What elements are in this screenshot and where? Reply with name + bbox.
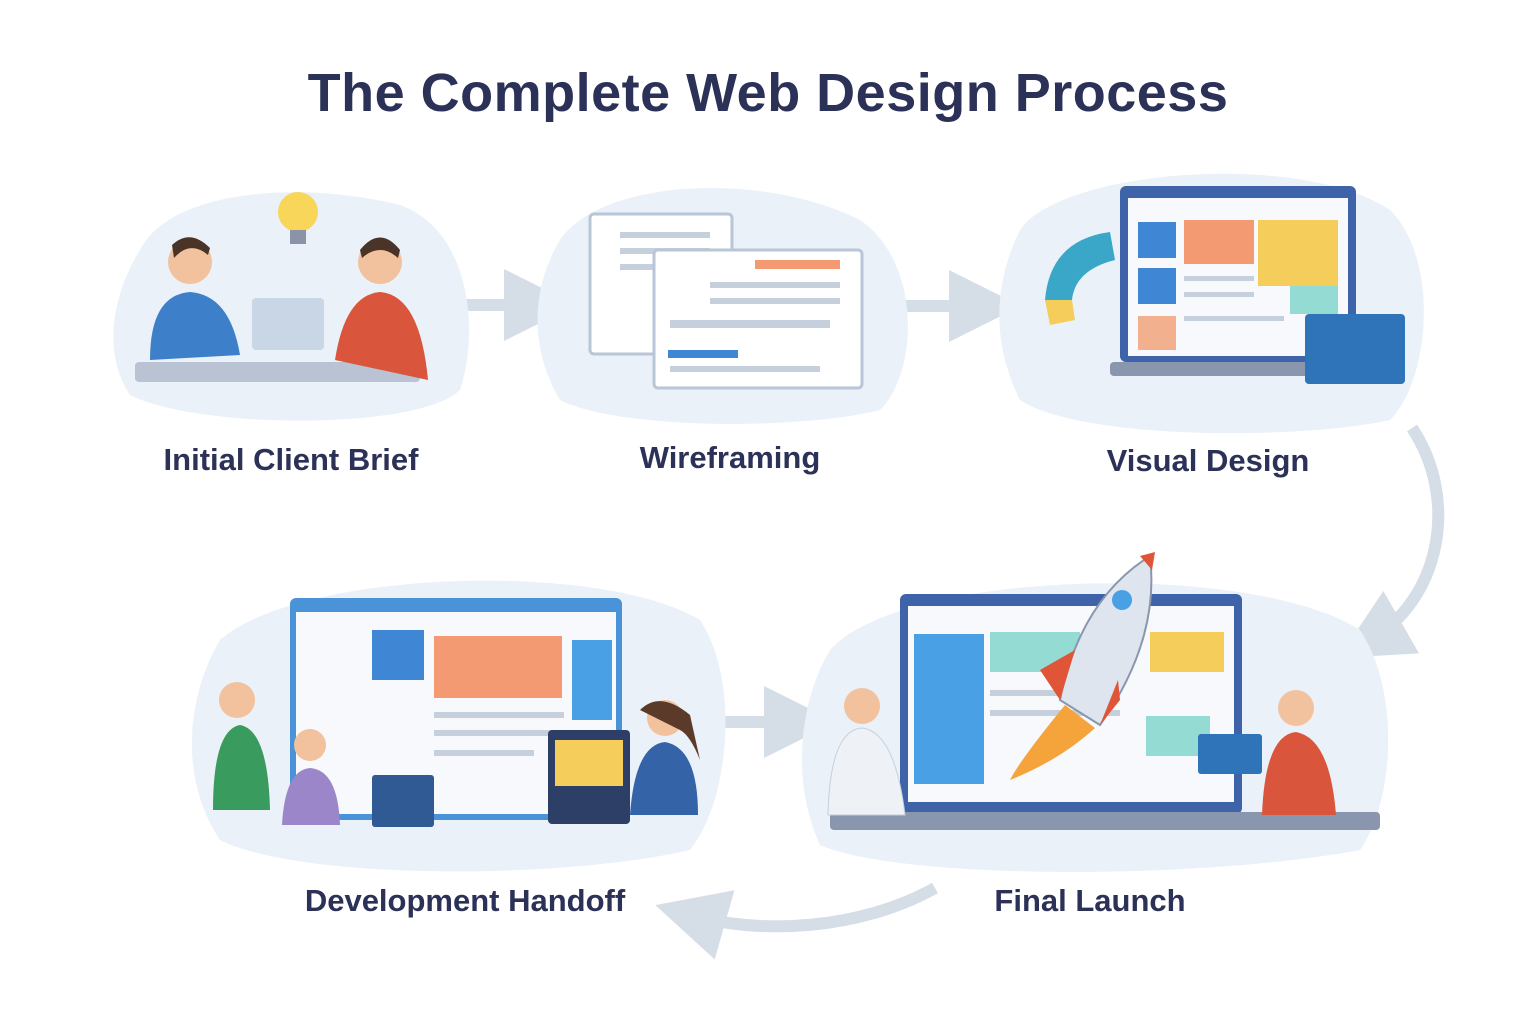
lightbulb-icon — [278, 192, 318, 244]
rocket-icon — [1010, 552, 1155, 780]
color-swatch-icon — [1045, 232, 1115, 325]
arrow-3-to-5 — [1338, 424, 1445, 658]
stage-final-launch-illustration — [801, 552, 1389, 872]
person-right — [1262, 690, 1336, 815]
stage-label-visual-design: Visual Design — [1106, 443, 1310, 478]
stage-label-final-launch: Final Launch — [994, 883, 1186, 918]
tablet-icon — [1305, 314, 1405, 384]
stage-visual-design-illustration — [999, 173, 1424, 434]
stage-initial-client-brief-illustration — [113, 192, 470, 421]
person-middle — [282, 729, 340, 825]
person-left — [827, 688, 906, 816]
stage-label-initial-client-brief: Initial Client Brief — [163, 442, 419, 477]
stage-wireframing-illustration — [537, 187, 908, 424]
stage-development-handoff-illustration — [191, 580, 726, 872]
computer-icon — [1198, 734, 1262, 774]
page-title: The Complete Web Design Process — [307, 63, 1229, 123]
desk — [135, 362, 420, 382]
arrow-5-to-4 — [655, 882, 938, 960]
stage-label-development-handoff: Development Handoff — [304, 883, 626, 918]
person-client — [150, 237, 240, 360]
envelope-icon — [372, 775, 434, 827]
person-right — [630, 700, 700, 815]
person-designer — [335, 237, 428, 380]
laptop-icon — [252, 298, 324, 350]
stage-label-wireframing: Wireframing — [639, 440, 821, 475]
wireframe-page-front — [652, 248, 864, 390]
person-left — [213, 682, 270, 810]
